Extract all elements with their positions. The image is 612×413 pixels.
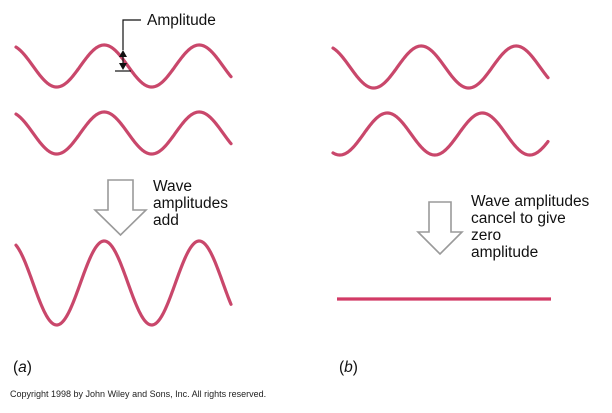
down-arrow-icon <box>93 179 148 237</box>
caption-line: amplitude <box>471 244 539 261</box>
caption-line: Wave <box>153 178 193 195</box>
wave-b-middle <box>331 111 550 157</box>
caption-line: zero <box>471 227 502 244</box>
panel-a-caption: Wave amplitudes add <box>153 178 228 229</box>
panel-label-letter: b <box>344 359 353 376</box>
amplitude-label: Amplitude <box>147 12 216 29</box>
copyright-notice: Copyright 1998 by John Wiley and Sons, I… <box>10 389 267 399</box>
amplitude-marker <box>115 19 141 72</box>
caption-line: add <box>153 212 179 229</box>
down-arrow-icon <box>416 201 464 256</box>
caption-line: cancel to give <box>471 210 566 227</box>
wave-a-sum <box>14 239 233 327</box>
wave-a-middle <box>14 110 233 156</box>
panel-label-paren: ( <box>339 359 345 376</box>
double-headed-arrow-icon <box>119 50 127 70</box>
panel-label-paren: ( <box>13 359 19 376</box>
panel-label-paren: ) <box>26 359 32 376</box>
amplitude-leader-line <box>122 19 141 50</box>
panel-label-paren: ) <box>352 359 358 376</box>
panel-b-caption: Wave amplitudes cancel to give zero ampl… <box>471 193 589 261</box>
panel-b-label: (b) <box>339 359 358 377</box>
caption-line: Wave amplitudes <box>471 193 590 210</box>
panel-a-label: (a) <box>13 359 32 377</box>
caption-line: amplitudes <box>153 195 228 212</box>
wave-b-top <box>331 44 550 90</box>
panel-label-letter: a <box>18 359 27 376</box>
